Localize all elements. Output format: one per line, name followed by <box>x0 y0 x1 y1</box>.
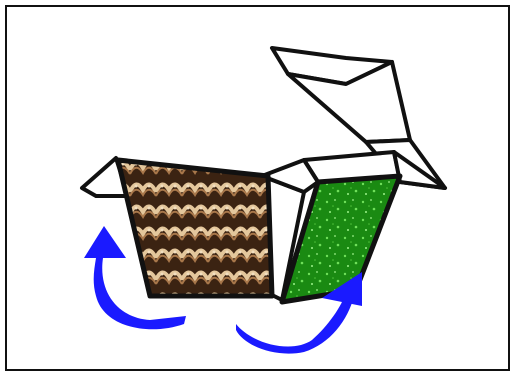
bottom-airflow-arrow <box>236 272 362 354</box>
left-airflow-arrow <box>84 226 186 330</box>
left-textured-panel <box>115 157 275 299</box>
